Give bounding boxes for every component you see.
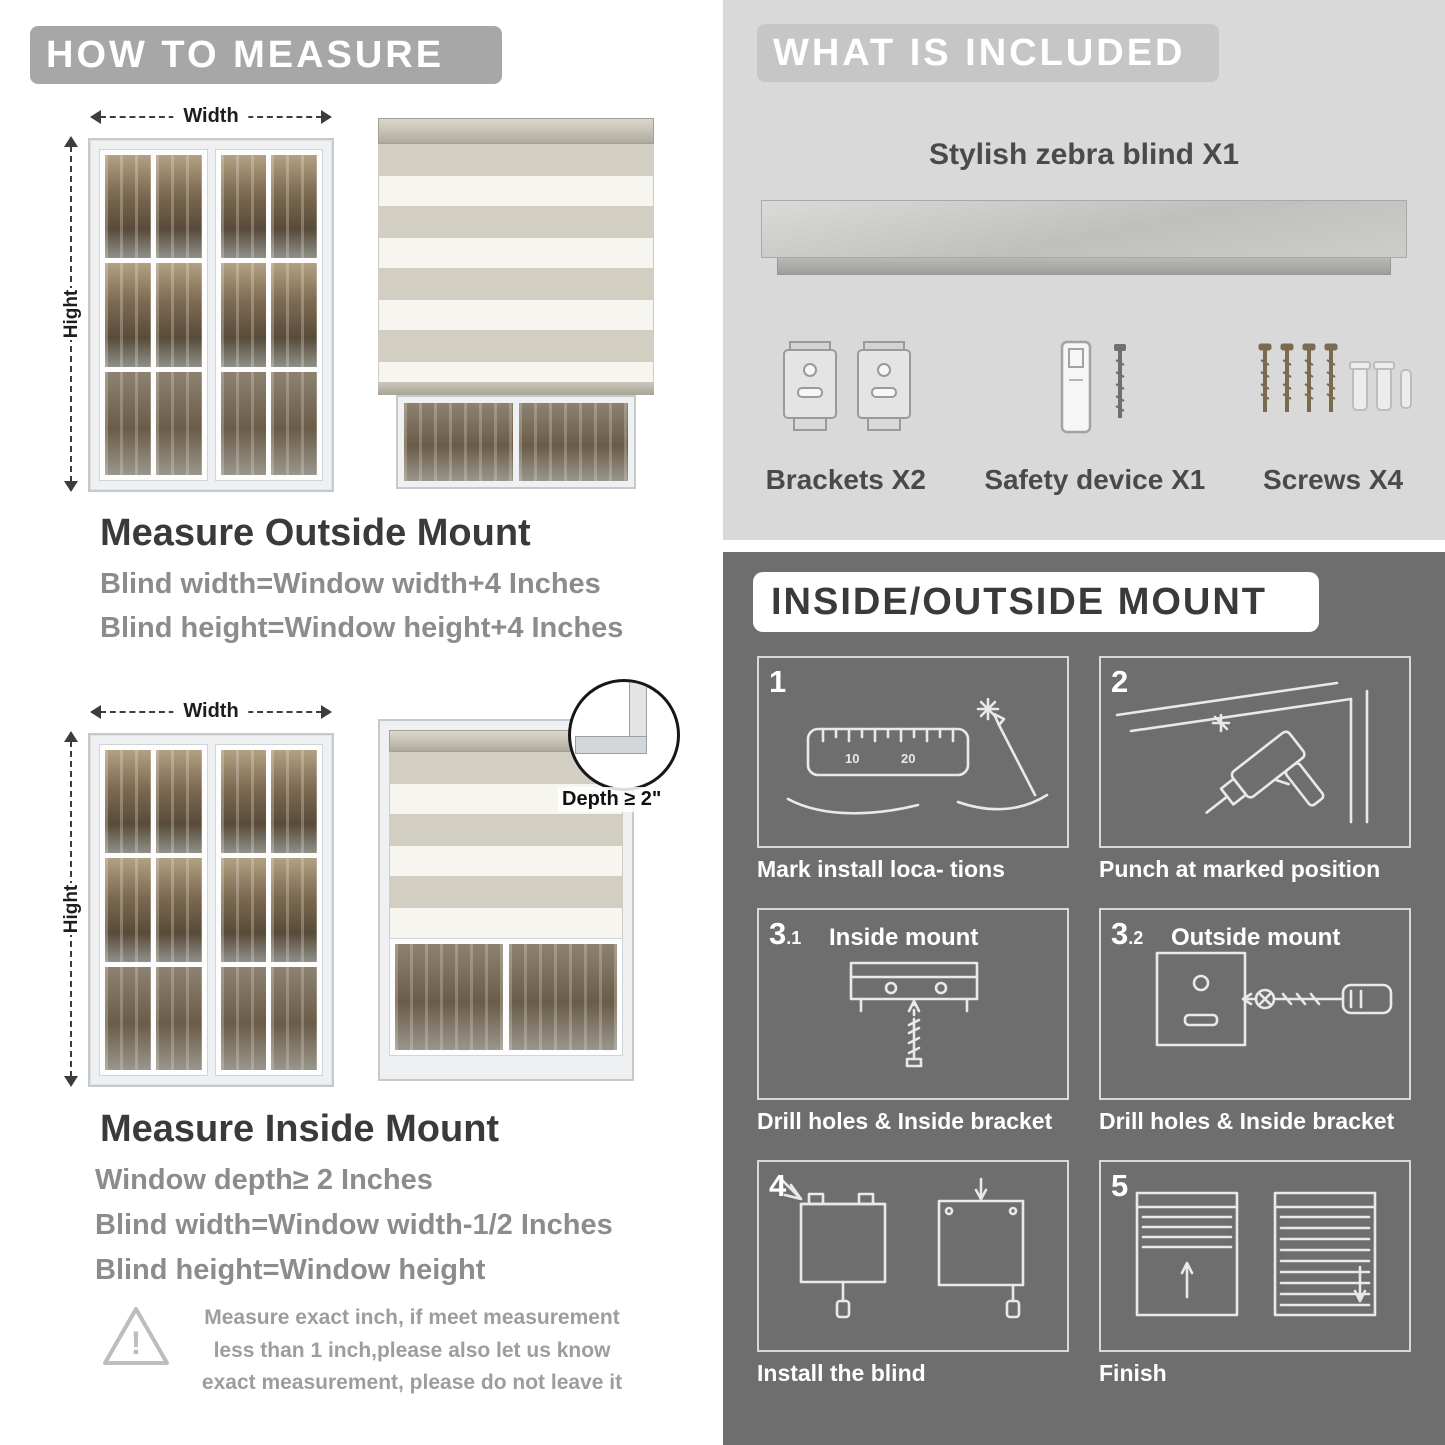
- arrow-up-icon: [64, 136, 78, 147]
- height-arrow: Hight: [60, 731, 84, 1087]
- warning-triangle-icon: !: [100, 1302, 172, 1375]
- blind-bottomrail: [378, 382, 654, 395]
- measure-warning: ! Measure exact inch, if meet measuremen…: [100, 1302, 630, 1400]
- inside-bracket-illustration: [759, 910, 1067, 1098]
- outside-width-formula: Blind width=Window width+4 Inches: [100, 568, 601, 600]
- safety-device-label: Safety device X1: [984, 464, 1206, 495]
- step-number: 5: [1111, 1168, 1129, 1203]
- svg-text:20: 20: [901, 751, 915, 766]
- step-3-1: 3.1 Inside mount: [757, 908, 1069, 1138]
- inside-depth-rule: Window depth≥ 2 Inches: [95, 1164, 433, 1196]
- safety-device-icon: [1040, 336, 1150, 445]
- what-is-included-banner: WHAT IS INCLUDED: [757, 24, 1219, 82]
- brackets-item: [723, 330, 968, 450]
- inside-mount-diagrams: Width Hight: [60, 679, 680, 1095]
- window-bottom-behind-blind: [396, 395, 636, 489]
- mount-title: INSIDE/OUTSIDE MOUNT: [771, 581, 1268, 623]
- screws-icon: [1253, 336, 1413, 445]
- outside-bracket-illustration: [1101, 910, 1409, 1098]
- height-label: Hight: [61, 883, 83, 935]
- arrow-left-icon: [90, 705, 101, 719]
- mount-banner: INSIDE/OUTSIDE MOUNT: [753, 572, 1319, 632]
- inside-mount-title: Measure Inside Mount: [100, 1108, 500, 1150]
- step-5: 5: [1099, 1160, 1411, 1390]
- step-caption: Drill holes & Inside bracket: [757, 1108, 1053, 1134]
- mount-steps-grid: 1 10 20: [757, 656, 1411, 1390]
- outside-height-formula: Blind height=Window height+4 Inches: [100, 612, 624, 644]
- headrail-valance: [777, 258, 1391, 275]
- step-inner-label: Inside mount: [829, 924, 979, 951]
- step-caption: Install the blind: [757, 1360, 926, 1386]
- window-diagram-inside: Width Hight: [60, 695, 340, 1095]
- bracket-icon: [850, 338, 916, 443]
- how-to-measure-panel: HOW TO MEASURE Width Hight: [0, 0, 700, 1445]
- step-number: 3.2: [1111, 916, 1144, 951]
- install-blind-illustration: [759, 1162, 1067, 1350]
- included-labels-row: Brackets X2 Safety device X1 Screws X4: [723, 464, 1445, 496]
- step-4: 4: [757, 1160, 1069, 1390]
- screws-label: Screws X4: [1263, 464, 1404, 495]
- headrail-illustration: [761, 200, 1407, 258]
- step-number: 4: [769, 1168, 787, 1203]
- arrow-left-icon: [90, 110, 101, 124]
- brackets-label: Brackets X2: [765, 464, 926, 495]
- height-label: Hight: [61, 288, 83, 340]
- warning-text: Measure exact inch, if meet measurement …: [201, 1306, 623, 1395]
- window-illustration: [88, 733, 334, 1087]
- inside-width-formula: Blind width=Window width-1/2 Inches: [95, 1209, 613, 1241]
- step-caption: Mark install loca- tions: [757, 856, 1005, 882]
- screws-item: [1221, 330, 1445, 450]
- inside-height-formula: Blind height=Window height: [95, 1254, 486, 1286]
- outside-mount-diagrams: Width Hight: [60, 100, 680, 500]
- mark-location-illustration: 10 20: [759, 658, 1067, 846]
- mount-instructions-panel: INSIDE/OUTSIDE MOUNT 1 10 20: [723, 552, 1445, 1445]
- included-items-row: [723, 330, 1445, 450]
- width-label: Width: [173, 105, 249, 128]
- depth-detail-callout: [568, 679, 680, 791]
- svg-text:!: !: [131, 1325, 142, 1361]
- width-label: Width: [173, 700, 249, 723]
- how-to-measure-title: HOW TO MEASURE: [46, 34, 445, 76]
- step-1: 1 10 20: [757, 656, 1069, 886]
- depth-note: Depth ≥ 2": [558, 787, 666, 812]
- window-illustration: [88, 138, 334, 492]
- step-caption: Punch at marked position: [1099, 856, 1381, 882]
- arrow-up-icon: [64, 731, 78, 742]
- safety-device-item: [968, 330, 1221, 450]
- what-is-included-title: WHAT IS INCLUDED: [773, 32, 1186, 74]
- drill-position-illustration: [1101, 658, 1409, 846]
- blind-headrail: [378, 118, 654, 144]
- step-2: 2: [1099, 656, 1411, 886]
- step-caption: Drill holes & Inside bracket: [1099, 1108, 1395, 1134]
- width-arrow: Width: [90, 105, 332, 128]
- step-inner-label: Outside mount: [1171, 924, 1341, 951]
- arrow-right-icon: [321, 705, 332, 719]
- step-number: 1: [769, 664, 787, 699]
- step-caption: Finish: [1099, 1360, 1167, 1386]
- finish-illustration: [1101, 1162, 1409, 1350]
- window-bottom-behind-blind: [389, 938, 623, 1056]
- height-arrow: Hight: [60, 136, 84, 492]
- arrow-right-icon: [321, 110, 332, 124]
- blind-stripes: [389, 752, 623, 938]
- how-to-measure-banner: HOW TO MEASURE: [30, 26, 502, 84]
- arrow-down-icon: [64, 1076, 78, 1087]
- window-diagram-outside: Width Hight: [60, 100, 340, 500]
- zebra-blind-inside-illustration: [378, 719, 634, 1081]
- zebra-blind-outside-illustration: [378, 118, 654, 494]
- step-3-2: 3.2 Outside mount: [1099, 908, 1411, 1138]
- arrow-down-icon: [64, 481, 78, 492]
- step-number: 3.1: [769, 916, 802, 951]
- what-is-included-panel: WHAT IS INCLUDED Stylish zebra blind X1: [723, 0, 1445, 540]
- step-number: 2: [1111, 664, 1129, 699]
- blind-quantity-label: Stylish zebra blind X1: [928, 138, 1240, 171]
- svg-text:10: 10: [845, 751, 859, 766]
- width-arrow: Width: [90, 700, 332, 723]
- outside-mount-title: Measure Outside Mount: [100, 512, 531, 554]
- bracket-icon: [776, 338, 842, 443]
- blind-stripes: [378, 144, 654, 382]
